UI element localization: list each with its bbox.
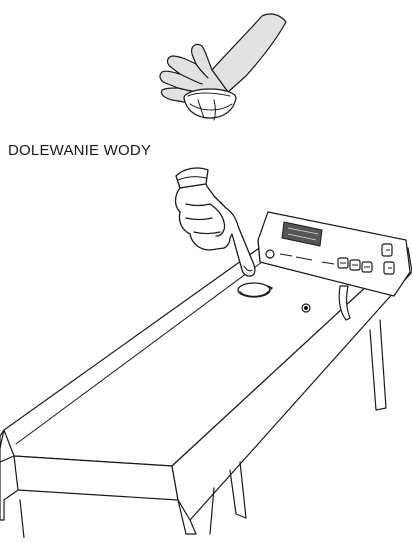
hand-pouring-icon [160, 14, 286, 120]
hand-pointing-icon [176, 168, 255, 276]
instruction-caption: DOLEWANIE WODY [8, 142, 151, 159]
water-tank-device-icon [0, 246, 412, 538]
